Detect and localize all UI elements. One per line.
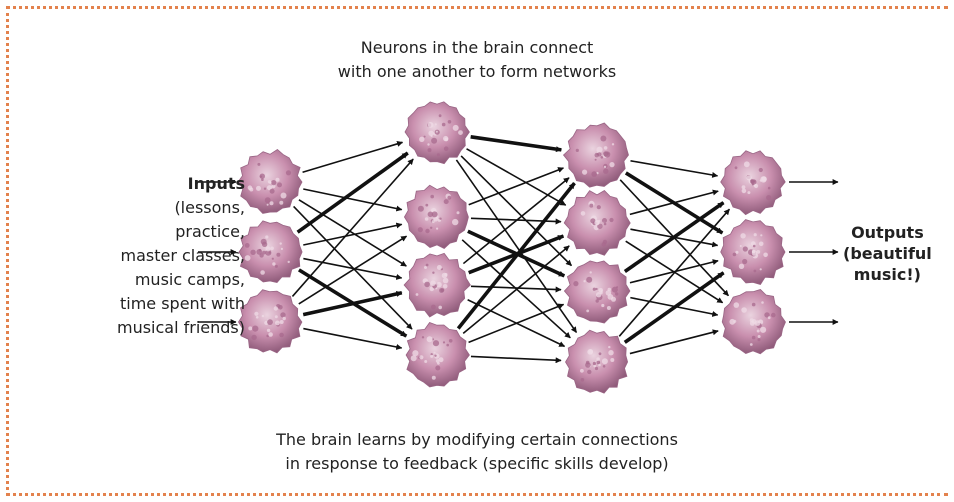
neuron <box>403 252 471 318</box>
connection-arrow <box>456 181 576 330</box>
connection-arrow <box>623 271 725 344</box>
outputs-label: Outputs (beautiful music!) <box>843 222 932 285</box>
connection-arrow <box>298 199 407 267</box>
connection-arrow <box>303 257 403 280</box>
neuron <box>563 260 631 324</box>
neuron <box>238 289 303 354</box>
neuron <box>237 148 303 214</box>
connection-arrow <box>303 327 403 350</box>
neuron <box>562 122 629 188</box>
inputs-line: (lessons, <box>174 198 245 217</box>
connection-arrow <box>629 189 719 216</box>
connection-arrow <box>302 291 403 317</box>
neuron <box>565 329 629 394</box>
connection-arrow <box>460 155 573 267</box>
neuron <box>403 184 469 249</box>
connection-arrow <box>303 188 403 212</box>
connection-arrow <box>291 158 414 297</box>
outputs-line: Outputs <box>851 223 924 242</box>
connection-arrow <box>298 235 408 305</box>
neuron <box>404 101 470 165</box>
connection-arrow <box>629 259 719 284</box>
connection-arrow <box>468 303 565 344</box>
outputs-line: (beautiful <box>843 244 932 263</box>
inputs-line: music camps, <box>134 270 245 289</box>
caption-line: in response to feedback (specific skills… <box>285 454 669 473</box>
connection-arrow <box>629 329 719 355</box>
connection-arrow <box>470 285 562 293</box>
neurons <box>237 101 786 394</box>
connection-arrow <box>462 177 570 265</box>
neuron <box>563 189 631 256</box>
connection-arrow <box>455 159 578 333</box>
connection-arrow <box>468 167 564 206</box>
neuron <box>238 220 303 284</box>
network-caption: Neurons in the brain connect with one an… <box>277 36 677 84</box>
neuron <box>405 322 470 388</box>
inputs-line: musical friends) <box>116 318 245 337</box>
connection-arrow <box>302 141 404 174</box>
neuron <box>721 289 786 355</box>
connection-arrow <box>303 222 403 246</box>
connection-arrows <box>198 135 839 364</box>
inputs-label: Inputs (lessons, practice, master classe… <box>55 172 245 340</box>
connection-arrow <box>630 160 719 178</box>
inputs-line: practice, <box>175 222 245 241</box>
learning-caption: The brain learns by modifying certain co… <box>222 428 732 476</box>
inputs-line: master classes, <box>120 246 246 265</box>
caption-line: The brain learns by modifying certain co… <box>276 430 678 449</box>
connection-arrow <box>296 151 409 234</box>
connection-arrow <box>470 135 562 153</box>
connection-arrow <box>470 355 562 364</box>
inputs-line: time spent with <box>119 294 245 313</box>
connection-arrow <box>466 148 567 206</box>
dotted-frame <box>6 6 948 496</box>
connection-arrow <box>462 245 570 334</box>
neuron <box>720 150 786 216</box>
connection-arrow <box>623 201 725 274</box>
inputs-title: Inputs <box>187 174 245 193</box>
caption-line: Neurons in the brain connect <box>360 38 594 57</box>
connection-arrow <box>618 208 731 337</box>
neuron <box>720 219 786 285</box>
outputs-line: music!) <box>853 265 921 284</box>
caption-line: with one another to form networks <box>337 62 617 81</box>
